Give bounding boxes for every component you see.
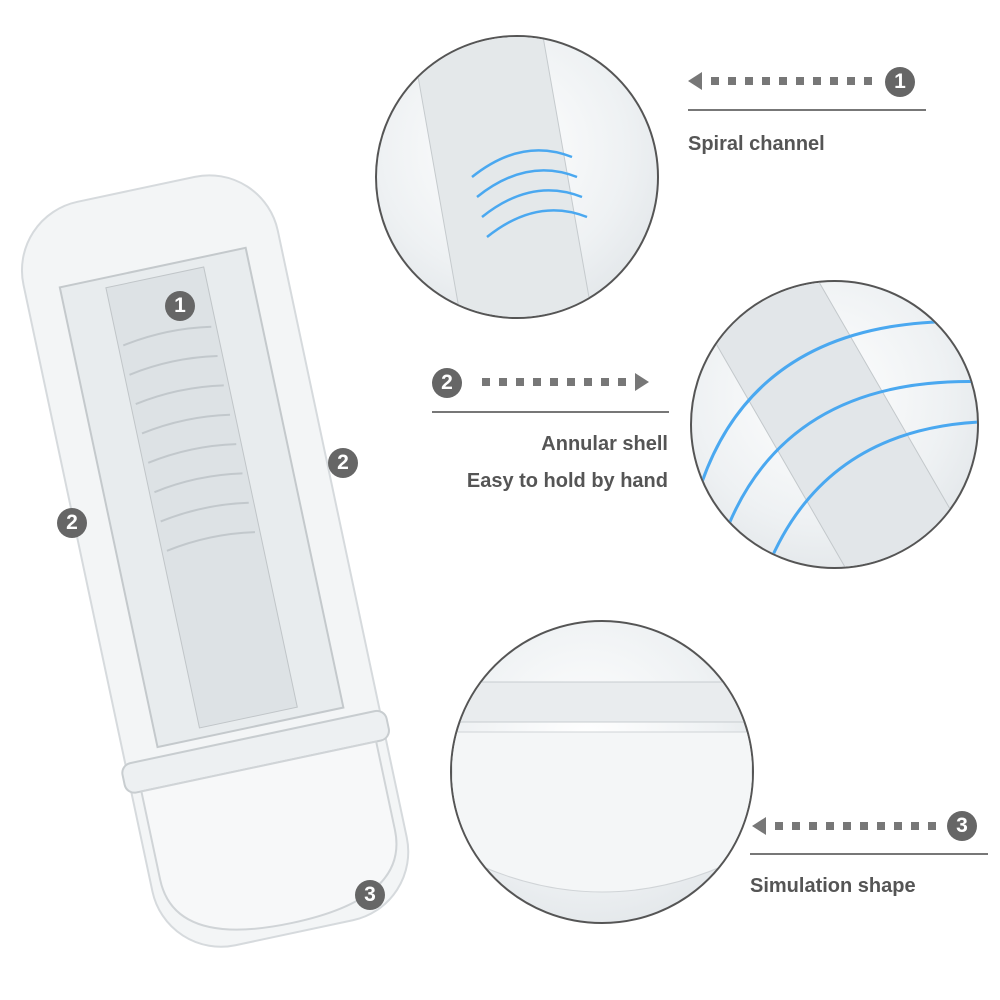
arrow-to-circle-2 xyxy=(482,373,649,391)
detail-circle-tip xyxy=(450,620,754,924)
callout-1-badge: 1 xyxy=(885,67,915,97)
callout-2-badge: 2 xyxy=(432,368,462,398)
product-marker-1: 1 xyxy=(165,291,195,321)
detail-circle-spiral xyxy=(375,35,659,319)
product-marker-2-right: 2 xyxy=(328,448,358,478)
detail-circle-shell xyxy=(690,280,979,569)
callout-1-label: Spiral channel xyxy=(688,133,825,155)
callout-2-label: Annular shell xyxy=(541,433,668,455)
spiral-channel xyxy=(105,266,298,729)
arrow-left-icon xyxy=(688,72,702,90)
arrow-right-icon xyxy=(635,373,649,391)
callout-2-sublabel: Easy to hold by hand xyxy=(466,470,668,492)
arrow-left-icon xyxy=(752,817,766,835)
tip-shape xyxy=(140,740,398,931)
callout-1-divider xyxy=(688,109,926,111)
arrow-to-circle-1 xyxy=(688,72,872,90)
callout-3-divider xyxy=(750,853,988,855)
product-marker-2-left: 2 xyxy=(57,508,87,538)
product-marker-3: 3 xyxy=(355,880,385,910)
callout-3-badge: 3 xyxy=(947,811,977,841)
arrow-to-circle-3 xyxy=(752,817,936,835)
callout-3-label: Simulation shape xyxy=(750,875,916,897)
callout-2-divider xyxy=(432,411,669,413)
